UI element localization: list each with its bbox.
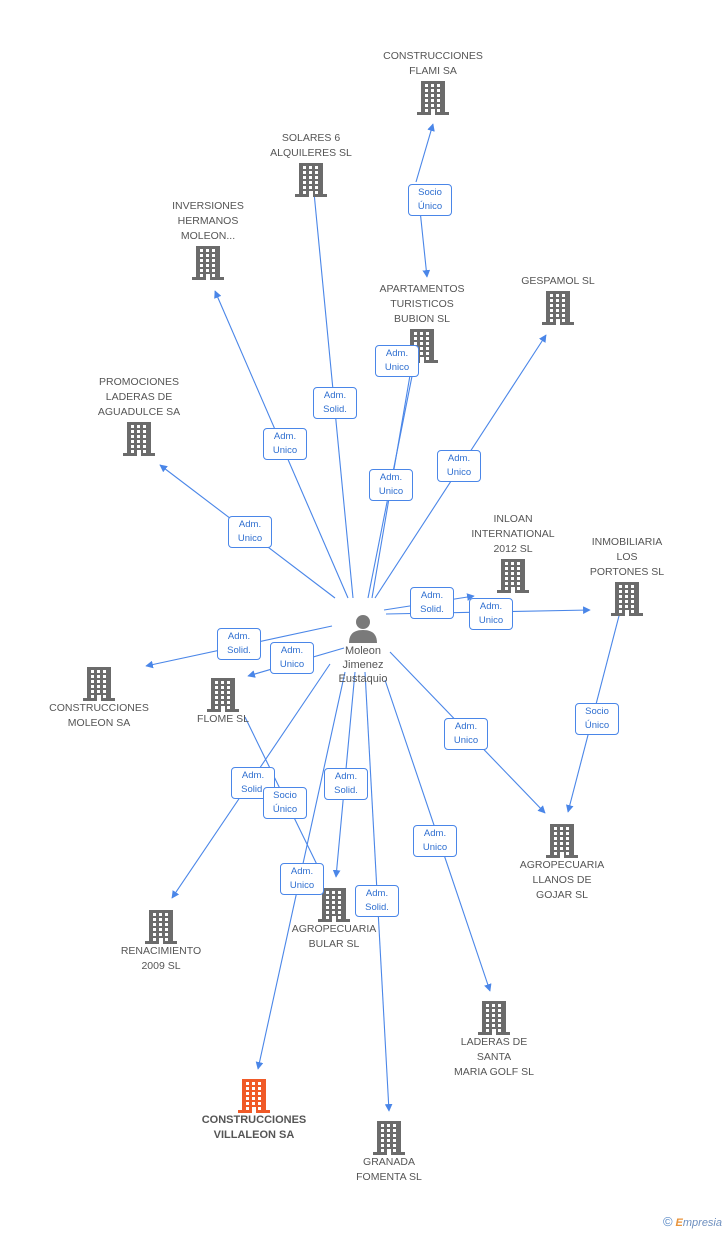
building-icon — [34, 665, 164, 701]
company-node-renacimiento[interactable]: RENACIMIENTO 2009 SL — [96, 908, 226, 974]
company-label: FLOME SL — [197, 713, 249, 725]
company-node-promociones[interactable]: PROMOCIONES LADERAS DE AGUADULCE SA — [74, 375, 204, 456]
company-node-fomenta[interactable]: GRANADA FOMENTA SL — [324, 1119, 454, 1185]
building-icon — [368, 79, 498, 115]
building-icon — [497, 822, 627, 858]
company-label: SOLARES 6 ALQUILERES SL — [270, 132, 352, 159]
copyright-symbol: © — [662, 1214, 673, 1229]
relation-label[interactable]: Adm. Unico — [413, 825, 457, 857]
company-label: GESPAMOL SL — [521, 275, 595, 287]
relation-label[interactable]: Adm. Unico — [228, 516, 272, 548]
company-label: PROMOCIONES LADERAS DE AGUADULCE SA — [97, 376, 181, 418]
company-node-bular[interactable]: AGROPECUARIA BULAR SL — [269, 886, 399, 952]
company-node-villaleon[interactable]: CONSTRUCCIONES VILLALEON SA — [189, 1077, 319, 1143]
building-icon-highlight — [189, 1077, 319, 1113]
relation-edge — [415, 123, 435, 183]
building-icon — [74, 420, 204, 456]
company-label: INMOBILIARIA LOS PORTONES SL — [589, 536, 665, 578]
relation-label[interactable]: Adm. Unico — [437, 450, 481, 482]
company-node-apartamentos[interactable]: APARTAMENTOS TURISTICOS BUBION SL — [357, 282, 487, 363]
company-label-main: CONSTRUCCIONES VILLALEON SA — [201, 1114, 307, 1141]
building-icon — [324, 1119, 454, 1155]
building-icon — [562, 580, 692, 616]
company-node-solares[interactable]: SOLARES 6 ALQUILERES SL — [246, 131, 376, 197]
brand-name: mpresia — [682, 1217, 722, 1229]
company-label: AGROPECUARIA BULAR SL — [291, 923, 377, 950]
company-node-gespamol[interactable]: GESPAMOL SL — [493, 274, 623, 325]
relation-label[interactable]: Adm. Solid. — [217, 628, 261, 660]
building-icon — [96, 908, 226, 944]
company-node-inloan[interactable]: INLOAN INTERNATIONAL 2012 SL — [448, 512, 578, 593]
company-node-inversiones[interactable]: INVERSIONES HERMANOS MOLEON... — [143, 199, 273, 280]
center-person-node[interactable]: Moleon Jimenez Eustaquio — [318, 612, 408, 686]
relation-label[interactable]: Adm. Unico — [263, 428, 307, 460]
company-node-llanos[interactable]: AGROPECUARIA LLANOS DE GOJAR SL — [497, 822, 627, 903]
person-icon — [349, 615, 377, 643]
relation-label[interactable]: Adm. Unico — [270, 642, 314, 674]
relation-label[interactable]: Adm. Unico — [375, 345, 419, 377]
building-icon — [158, 676, 288, 712]
relation-label[interactable]: Socio Único — [263, 787, 307, 819]
relation-label[interactable]: Adm. Solid. — [410, 587, 454, 619]
company-node-moleonsa[interactable]: CONSTRUCCIONES MOLEON SA — [34, 665, 164, 731]
company-node-portones[interactable]: INMOBILIARIA LOS PORTONES SL — [562, 535, 692, 616]
company-label: CONSTRUCCIONES FLAMI SA — [383, 50, 483, 77]
relation-label[interactable]: Adm. Solid. — [324, 768, 368, 800]
relation-label[interactable]: Adm. Unico — [469, 598, 513, 630]
building-icon — [493, 289, 623, 325]
company-node-flome[interactable]: FLOME SL — [158, 676, 288, 727]
company-label: LADERAS DE SANTA MARIA GOLF SL — [454, 1036, 534, 1078]
company-label: AGROPECUARIA LLANOS DE GOJAR SL — [519, 859, 605, 901]
brand-watermark: ©Empresia — [663, 1214, 722, 1229]
relation-label[interactable]: Adm. Solid. — [313, 387, 357, 419]
building-icon — [143, 244, 273, 280]
relation-label[interactable]: Adm. Unico — [444, 718, 488, 750]
company-label: RENACIMIENTO 2009 SL — [120, 945, 202, 972]
company-node-flami[interactable]: CONSTRUCCIONES FLAMI SA — [368, 49, 498, 115]
relation-label[interactable]: Socio Único — [575, 703, 619, 735]
company-label: GRANADA FOMENTA SL — [356, 1156, 422, 1183]
brand-logo-letter: E — [675, 1217, 683, 1229]
relation-label[interactable]: Adm. Unico — [369, 469, 413, 501]
relation-edge — [419, 209, 431, 278]
company-label: INLOAN INTERNATIONAL 2012 SL — [471, 513, 555, 555]
building-icon — [448, 557, 578, 593]
company-label: APARTAMENTOS TURISTICOS BUBION SL — [379, 283, 465, 325]
relation-label[interactable]: Adm. Unico — [280, 863, 324, 895]
company-node-laderas[interactable]: LADERAS DE SANTA MARIA GOLF SL — [429, 999, 559, 1080]
center-person-label: Moleon Jimenez Eustaquio — [338, 645, 388, 685]
relation-label[interactable]: Socio Único — [408, 184, 452, 216]
company-label: CONSTRUCCIONES MOLEON SA — [49, 702, 149, 729]
relation-label[interactable]: Adm. Solid. — [355, 885, 399, 917]
building-icon — [429, 999, 559, 1035]
building-icon — [269, 886, 399, 922]
company-label: INVERSIONES HERMANOS MOLEON... — [172, 200, 244, 242]
building-icon — [246, 161, 376, 197]
